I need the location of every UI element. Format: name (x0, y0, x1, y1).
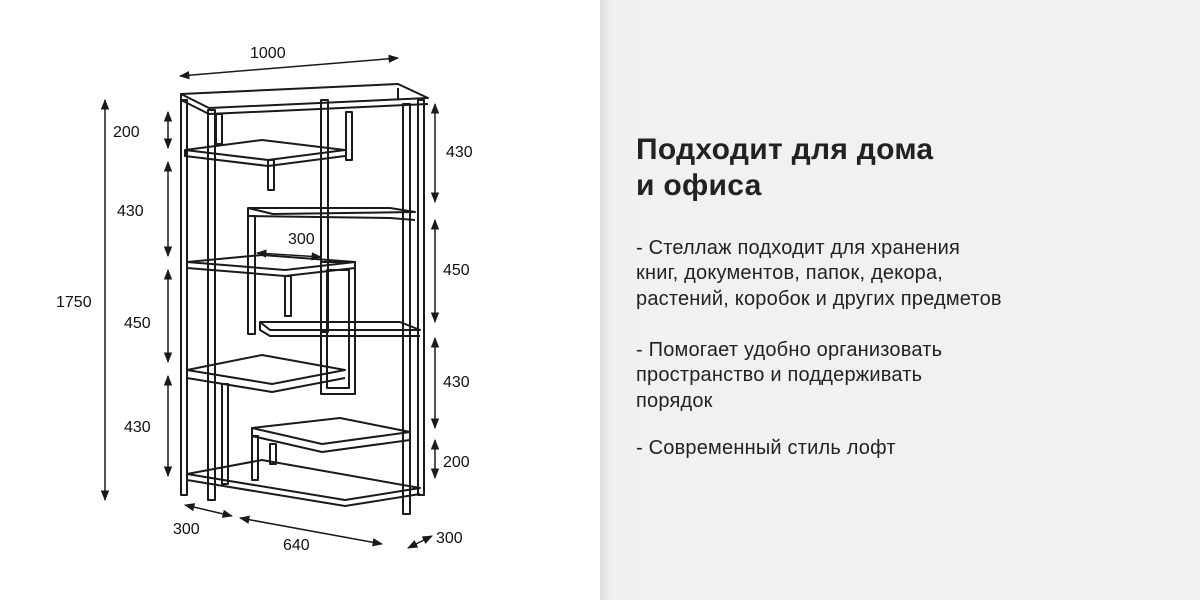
feature-line: - Стеллаж подходит для хранения (636, 237, 961, 259)
dim-left-430-bottom: 430 (124, 419, 151, 436)
feature-item-style: - Современный стиль лофт (636, 436, 896, 461)
dimension-lines (100, 54, 440, 549)
diagram-panel: 1000 1750 200 430 450 430 300 430 450 43… (56, 45, 473, 554)
title-line-2: и офиса (636, 169, 762, 202)
text-panel: Подходит для дома и офиса - Стеллаж подх… (600, 0, 1200, 600)
rack-drawing (180, 83, 429, 515)
title-line-1: Подходит для дома (636, 133, 934, 166)
dim-left-200: 200 (113, 124, 140, 141)
dim-right-430-top: 430 (446, 144, 473, 161)
dim-bottom-300-left: 300 (173, 521, 200, 538)
feature-item-storage: - Стеллаж подходит для хранения книг, до… (636, 236, 1002, 312)
dim-right-450: 450 (443, 262, 470, 279)
feature-item-organize: - Помогает удобно организовать пространс… (636, 338, 942, 414)
dim-inner-300: 300 (288, 231, 315, 248)
feature-line: - Современный стиль лофт (636, 437, 896, 459)
dim-left-450: 450 (124, 315, 151, 332)
dim-height-total: 1750 (56, 294, 92, 311)
dim-left-430-top: 430 (117, 203, 144, 220)
dim-right-200: 200 (443, 454, 470, 471)
dim-width-total: 1000 (250, 45, 286, 62)
feature-line: - Помогает удобно организовать (636, 339, 943, 361)
feature-line: книг, документов, папок, декора, (636, 262, 944, 285)
dim-bottom-640: 640 (283, 537, 310, 554)
feature-line: порядок (636, 389, 713, 412)
dim-bottom-300-right: 300 (436, 530, 463, 547)
dim-right-430-bottom: 430 (443, 374, 470, 391)
feature-line: пространство и поддерживать (636, 364, 923, 387)
feature-line: растений, коробок и других предметов (636, 287, 1002, 310)
shelf-dimension-diagram: 1000 1750 200 430 450 430 300 430 450 43… (56, 45, 473, 554)
page-title: Подходит для дома и офиса (636, 132, 933, 204)
